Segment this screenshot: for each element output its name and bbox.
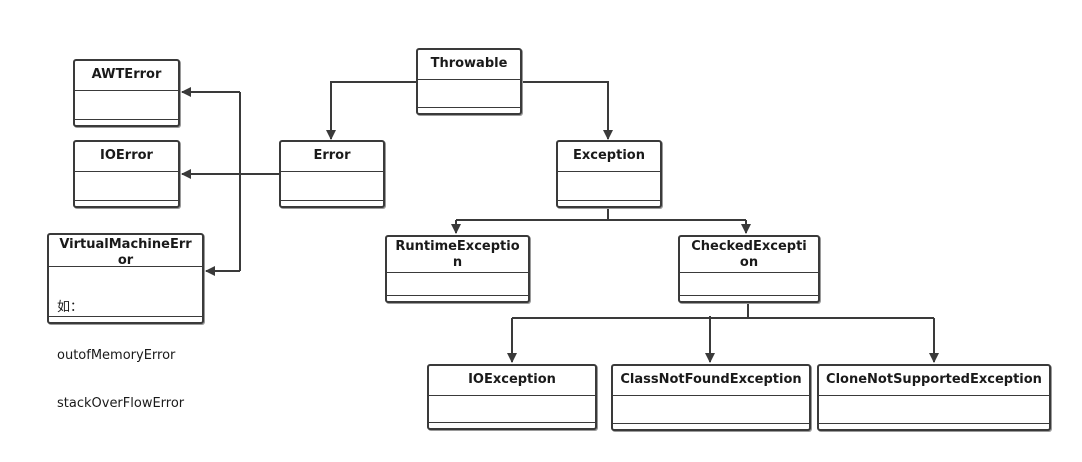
divider: [281, 200, 383, 201]
class-name: IOError: [75, 142, 178, 172]
edge-throwable-exception: [521, 81, 613, 140]
class-ioerror[interactable]: IOError: [73, 140, 180, 208]
class-throwable[interactable]: Throwable: [416, 48, 522, 115]
class-error[interactable]: Error: [279, 140, 385, 208]
divider: [680, 295, 818, 296]
edge-error-bus: [239, 92, 279, 271]
divider: [613, 423, 809, 424]
edge-throwable-error: [326, 81, 416, 140]
divider: [558, 200, 660, 201]
note-line: 如：: [57, 300, 84, 315]
class-checkedexception[interactable]: CheckedException: [678, 235, 820, 303]
divider: [429, 422, 595, 423]
class-name: Error: [281, 142, 383, 172]
divider: [75, 200, 178, 201]
class-ioexception[interactable]: IOException: [427, 364, 597, 430]
class-name: IOException: [429, 366, 595, 396]
divider: [49, 316, 202, 317]
note-line: stackOverFlowError: [57, 396, 185, 411]
divider: [75, 119, 178, 120]
class-name: CheckedException: [680, 237, 818, 273]
divider: [418, 107, 520, 108]
note-line: outofMemoryError: [57, 348, 176, 363]
class-runtimeexception[interactable]: RuntimeException: [385, 235, 530, 303]
class-classnotfoundexception[interactable]: ClassNotFoundException: [611, 364, 811, 431]
class-name: Throwable: [418, 50, 520, 80]
class-name: VirtualMachineError: [49, 235, 202, 268]
divider: [387, 295, 528, 296]
class-name: AWTError: [75, 61, 178, 91]
edge-exception-bus: [456, 207, 746, 221]
class-virtualmachineerror[interactable]: VirtualMachineError 如： outofMemoryError …: [47, 233, 204, 411]
class-clonenotsupportedexception[interactable]: CloneNotSupportedException: [817, 364, 1051, 431]
class-exception[interactable]: Exception: [556, 140, 662, 208]
class-name: CloneNotSupportedException: [819, 366, 1049, 396]
class-name: RuntimeException: [387, 237, 528, 273]
class-awterror[interactable]: AWTError: [73, 59, 180, 127]
class-note: 如： outofMemoryError stackOverFlowError: [57, 268, 198, 444]
class-name: Exception: [558, 142, 660, 172]
class-name: ClassNotFoundException: [613, 366, 809, 396]
edge-checked-bus: [512, 302, 934, 319]
divider: [819, 423, 1049, 424]
